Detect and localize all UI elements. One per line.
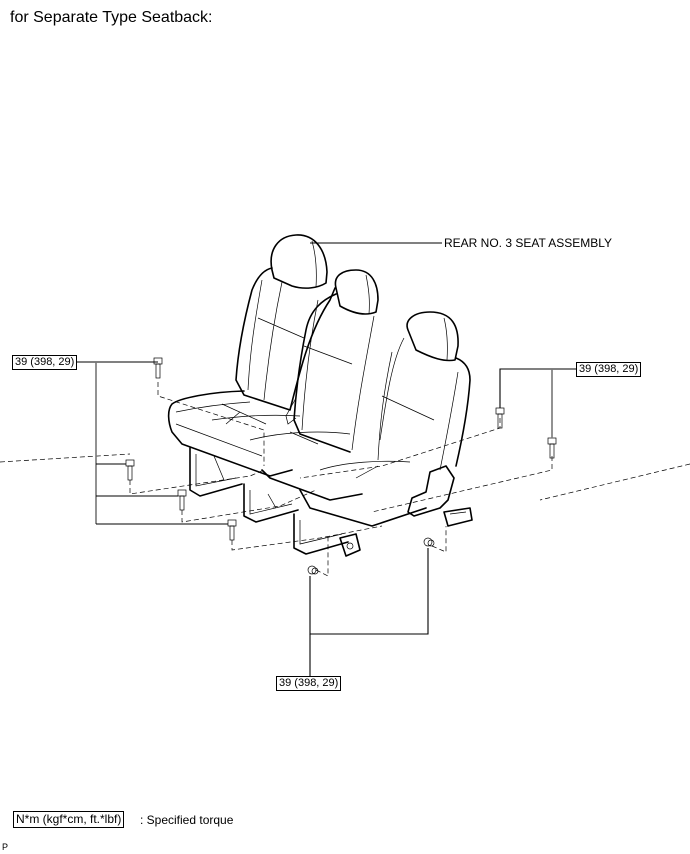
part-label-rear-no3-seat-assembly: REAR NO. 3 SEAT ASSEMBLY: [444, 236, 613, 250]
torque-leaders: [76, 361, 576, 676]
torque-callout-right: 39 (398, 29): [576, 362, 642, 377]
bolt-icon: [153, 357, 163, 379]
right-seat: [293, 311, 473, 557]
middle-seat: [211, 269, 379, 523]
bolt-icon: [125, 459, 135, 481]
torque-callout-left: 39 (398, 29): [12, 355, 78, 370]
nut-icon: [307, 565, 319, 575]
bolt-icon: [547, 437, 557, 459]
corner-mark: P: [2, 842, 9, 852]
bolt-icons: [125, 357, 557, 575]
bolt-icon: [227, 519, 237, 541]
installation-lines: [0, 382, 690, 577]
torque-callout-bottom: 39 (398, 29): [276, 676, 342, 691]
left-seat: [167, 234, 336, 497]
page-heading: for Separate Type Seatback:: [10, 9, 213, 26]
legend-unit-box: N*m (kgf*cm, ft.*lbf): [13, 811, 125, 828]
nut-icon: [423, 537, 435, 547]
legend-description: : Specified torque: [140, 813, 234, 827]
bolt-icon: [177, 489, 187, 511]
